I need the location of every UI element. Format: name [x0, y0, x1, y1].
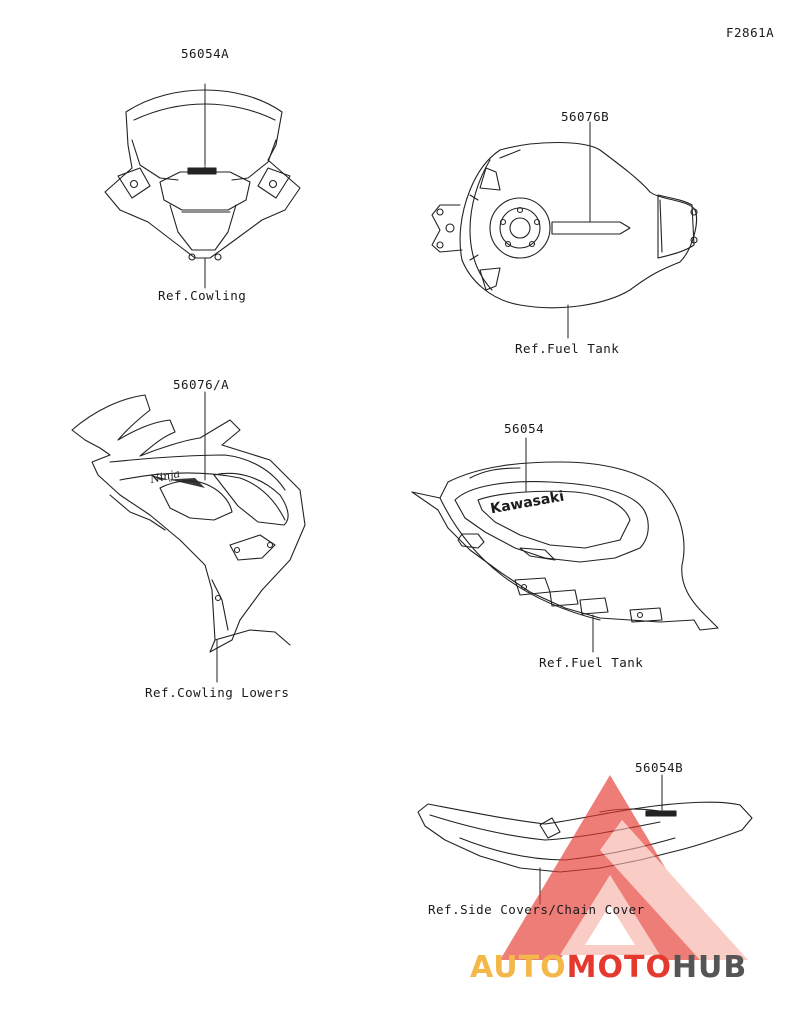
watermark-logo-triangle	[500, 775, 748, 960]
reference-cowling-lowers: Ref.Cowling Lowers	[145, 685, 290, 700]
watermark-auto: AUTO	[470, 950, 567, 985]
part-number-56076A: 56076/A	[173, 377, 230, 392]
watermark-hub: HUB	[671, 950, 748, 985]
part-number-56054A: 56054A	[181, 46, 230, 61]
fuel-tank-side-drawing	[411, 437, 719, 653]
fuel-tank-top-drawing	[431, 121, 698, 339]
part-number-56054B: 56054B	[635, 760, 684, 775]
reference-cowling: Ref.Cowling	[158, 288, 247, 303]
watermark-moto: MOTO	[566, 950, 672, 985]
part-number-56054: 56054	[504, 421, 545, 436]
reference-fuel-tank-top: Ref.Fuel Tank	[515, 341, 620, 356]
cowling-lower-drawing	[71, 391, 306, 683]
cowling-decal-text: Kawasaki	[189, 163, 213, 169]
upper-cowling-drawing	[104, 83, 301, 289]
reference-fuel-tank-side: Ref.Fuel Tank	[539, 655, 644, 670]
figure-id: F2861A	[726, 25, 775, 40]
part-number-56076B: 56076B	[561, 109, 610, 124]
watermark-text: AUTOMOTOHUB	[470, 950, 747, 985]
reference-side-covers: Ref.Side Covers/Chain Cover	[428, 902, 645, 917]
